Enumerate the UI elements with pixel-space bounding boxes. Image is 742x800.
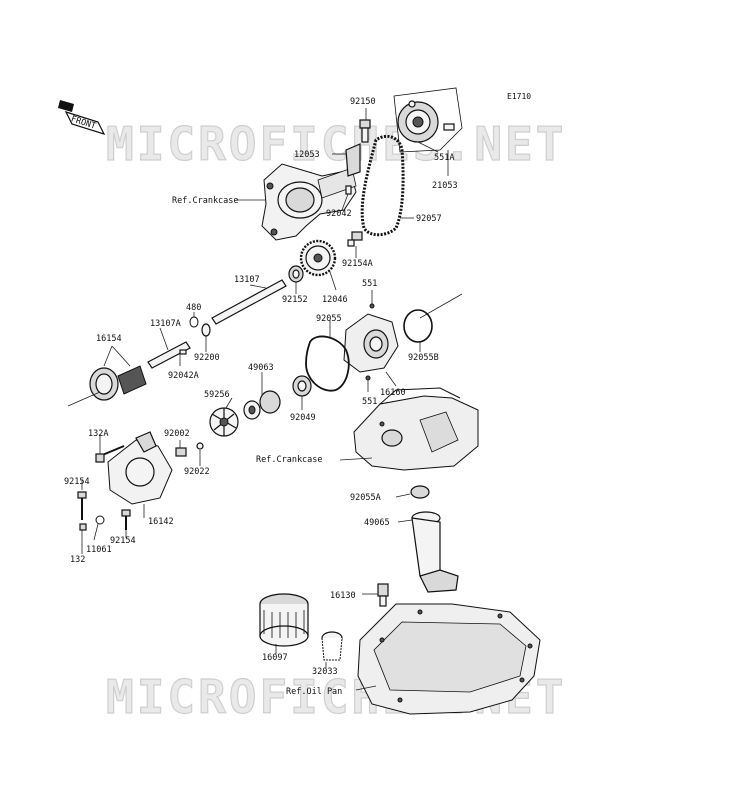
label-16160: 16160 bbox=[380, 388, 406, 398]
shaft-13107A bbox=[147, 341, 191, 369]
bolt-92154-bottom bbox=[121, 509, 131, 530]
label-480: 480 bbox=[186, 303, 201, 313]
label-132: 132 bbox=[70, 555, 85, 565]
bolt-132 bbox=[79, 523, 87, 531]
diagram-code: E1710 bbox=[507, 92, 531, 101]
label-92200: 92200 bbox=[194, 353, 220, 363]
ref-oil-pan: Ref.Oil Pan bbox=[286, 687, 342, 697]
label-92154A: 92154A bbox=[342, 259, 373, 269]
front-arrow-icon: FRONT bbox=[58, 100, 106, 135]
bolt-92154A bbox=[347, 231, 363, 247]
ref-crankcase-lower: Ref.Crankcase bbox=[256, 455, 323, 465]
mechanical-seal-49063 bbox=[243, 390, 281, 420]
label-92002: 92002 bbox=[164, 429, 190, 439]
label-16142: 16142 bbox=[148, 517, 174, 527]
label-21053: 21053 bbox=[432, 181, 458, 191]
label-92055B: 92055B bbox=[408, 353, 439, 363]
washer-92200 bbox=[201, 323, 211, 337]
crankcase-upper bbox=[261, 163, 357, 241]
sprocket-12046 bbox=[299, 239, 337, 277]
label-16154: 16154 bbox=[96, 334, 122, 344]
bolt-92150 bbox=[359, 119, 371, 143]
label-92042: 92042 bbox=[326, 209, 352, 219]
shaft-13107 bbox=[211, 279, 287, 325]
front-label: FRONT bbox=[70, 114, 97, 131]
label-16130: 16130 bbox=[330, 591, 356, 601]
pump-cover-16142 bbox=[107, 431, 173, 505]
label-11061: 11061 bbox=[86, 545, 112, 555]
label-92055A: 92055A bbox=[350, 493, 381, 503]
label-92022: 92022 bbox=[184, 467, 210, 477]
gasket-92055 bbox=[305, 335, 350, 392]
pipe-32033 bbox=[321, 631, 343, 661]
collar-92152 bbox=[288, 265, 304, 283]
chain-guide-12053 bbox=[345, 143, 361, 177]
label-92049: 92049 bbox=[290, 413, 316, 423]
pin-92042A bbox=[179, 349, 187, 355]
label-59256: 59256 bbox=[204, 390, 230, 400]
label-92150: 92150 bbox=[350, 97, 376, 107]
label-92055: 92055 bbox=[316, 314, 342, 324]
label-551-top: 551 bbox=[362, 279, 377, 289]
label-13107A: 13107A bbox=[150, 319, 181, 329]
label-32033: 32033 bbox=[312, 667, 338, 677]
switch-16130 bbox=[377, 583, 389, 607]
pin-92042 bbox=[345, 185, 352, 195]
o-ring-92055A bbox=[410, 485, 430, 499]
ref-crankcase-upper: Ref.Crankcase bbox=[172, 196, 239, 206]
label-12053: 12053 bbox=[294, 150, 320, 160]
label-12046: 12046 bbox=[322, 295, 348, 305]
label-16097: 16097 bbox=[262, 653, 288, 663]
crankcase-lower bbox=[353, 387, 479, 471]
o-ring-92055B bbox=[403, 309, 433, 343]
label-551A: 551A bbox=[434, 153, 454, 163]
washer-92022 bbox=[196, 442, 204, 450]
oil-pan bbox=[357, 603, 541, 715]
oil-filter-16097 bbox=[259, 593, 309, 647]
bolt-92154-left bbox=[77, 491, 87, 520]
impeller-59256 bbox=[209, 407, 239, 437]
label-49063: 49063 bbox=[248, 363, 274, 373]
bearing-92049 bbox=[292, 375, 312, 397]
oil-pipe-49065 bbox=[411, 511, 459, 593]
label-132A: 132A bbox=[88, 429, 108, 439]
circlip-480 bbox=[189, 316, 199, 328]
bolt-92002 bbox=[175, 447, 187, 457]
pump-body bbox=[343, 293, 463, 373]
label-92057: 92057 bbox=[416, 214, 442, 224]
rotor-16154 bbox=[67, 365, 147, 407]
label-551-bottom: 551 bbox=[362, 397, 377, 407]
watermark-top: MICROFICHES.NET bbox=[106, 117, 566, 171]
label-13107: 13107 bbox=[234, 275, 260, 285]
label-92152: 92152 bbox=[282, 295, 308, 305]
label-92154-left: 92154 bbox=[64, 477, 90, 487]
label-49065: 49065 bbox=[364, 518, 390, 528]
o-ring-11061 bbox=[95, 515, 105, 525]
label-92042A: 92042A bbox=[168, 371, 199, 381]
label-92154-bottom: 92154 bbox=[110, 536, 136, 546]
